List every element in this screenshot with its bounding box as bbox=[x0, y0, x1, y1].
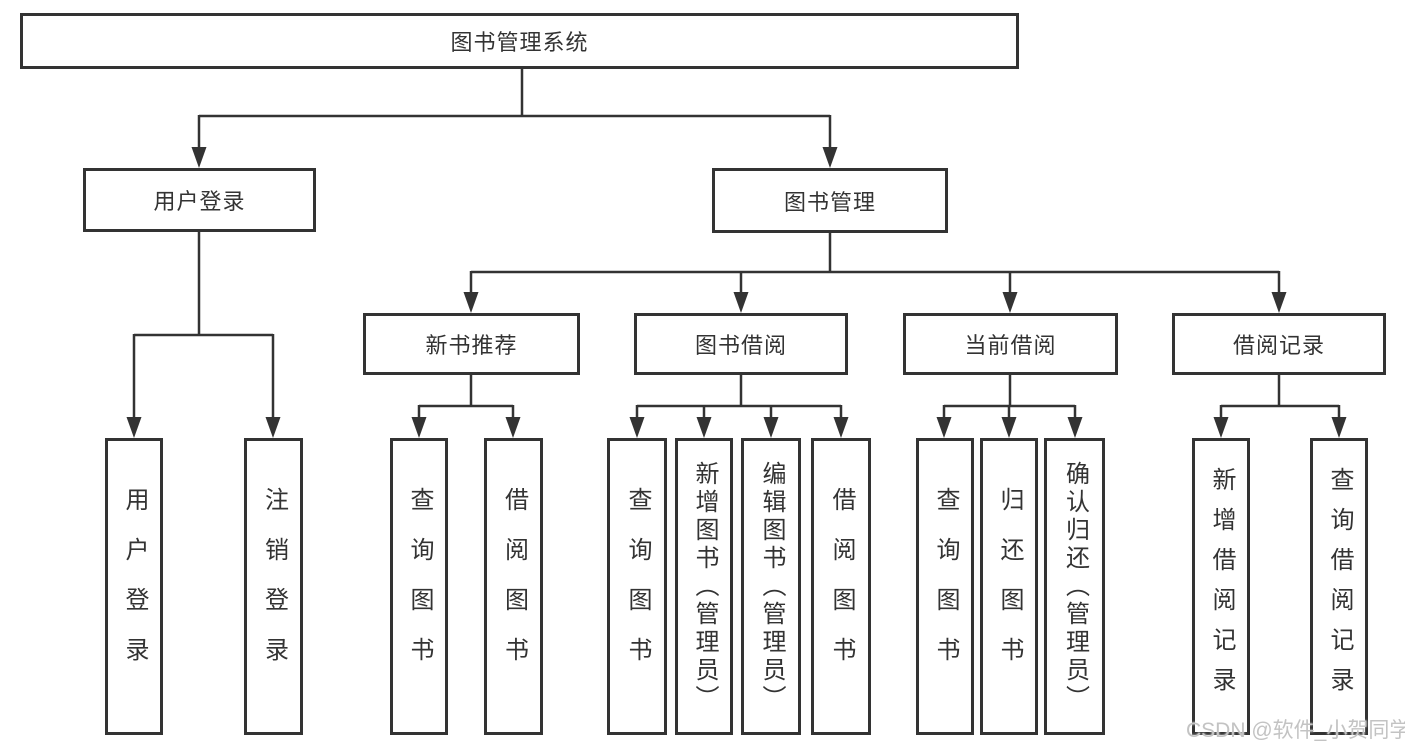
leaf-label: 新增图书（管理员） bbox=[691, 460, 718, 713]
leaf-label: 新增借阅记录 bbox=[1208, 466, 1235, 707]
node-new-book-recommendation: 新书推荐 bbox=[363, 313, 580, 375]
leaf-label: 编辑图书（管理员） bbox=[758, 460, 785, 713]
leaf-label: 查询图书 bbox=[932, 486, 959, 687]
node-label: 用户登录 bbox=[153, 189, 246, 214]
leaf-label: 归还图书 bbox=[996, 486, 1023, 687]
node-label: 借阅记录 bbox=[1232, 333, 1325, 358]
leaf-confirm-return-admin: 确认归还（管理员） bbox=[1044, 438, 1105, 735]
node-current-borrowing: 当前借阅 bbox=[903, 313, 1118, 375]
node-label: 新书推荐 bbox=[425, 333, 518, 358]
leaf-label: 用户登录 bbox=[121, 486, 148, 687]
leaf-label: 查询图书 bbox=[406, 486, 433, 687]
leaf-query-books-current: 查询图书 bbox=[916, 438, 974, 735]
node-root-library-system: 图书管理系统 bbox=[20, 13, 1019, 69]
node-user-login-branch: 用户登录 bbox=[83, 168, 316, 232]
leaf-label: 查询借阅记录 bbox=[1326, 466, 1353, 707]
leaf-query-books-borrowing: 查询图书 bbox=[607, 438, 667, 735]
leaf-label: 借阅图书 bbox=[828, 486, 855, 687]
leaf-label: 确认归还（管理员） bbox=[1061, 460, 1089, 713]
leaf-return-books: 归还图书 bbox=[980, 438, 1038, 735]
leaf-edit-books-admin: 编辑图书（管理员） bbox=[741, 438, 801, 735]
leaf-label: 借阅图书 bbox=[500, 486, 528, 687]
leaf-label: 查询图书 bbox=[624, 486, 651, 687]
leaf-borrow-books: 借阅图书 bbox=[811, 438, 871, 735]
node-book-management-branch: 图书管理 bbox=[712, 168, 948, 233]
leaf-label: 注销登录 bbox=[260, 486, 288, 687]
leaf-borrow-books-recommend: 借阅图书 bbox=[484, 438, 543, 735]
node-book-borrowing: 图书借阅 bbox=[634, 313, 848, 375]
leaf-query-borrow-record: 查询借阅记录 bbox=[1310, 438, 1368, 735]
node-borrowing-records: 借阅记录 bbox=[1172, 313, 1386, 375]
node-root-label: 图书管理系统 bbox=[450, 30, 589, 55]
node-label: 图书管理 bbox=[783, 189, 876, 215]
leaf-logout: 注销登录 bbox=[244, 438, 303, 735]
leaf-add-books-admin: 新增图书（管理员） bbox=[675, 438, 733, 735]
leaf-user-login: 用户登录 bbox=[105, 438, 163, 735]
leaf-query-books-recommend: 查询图书 bbox=[390, 438, 448, 735]
leaf-add-borrow-record: 新增借阅记录 bbox=[1192, 438, 1250, 735]
node-label: 当前借阅 bbox=[964, 333, 1057, 358]
node-label: 图书借阅 bbox=[694, 333, 787, 358]
